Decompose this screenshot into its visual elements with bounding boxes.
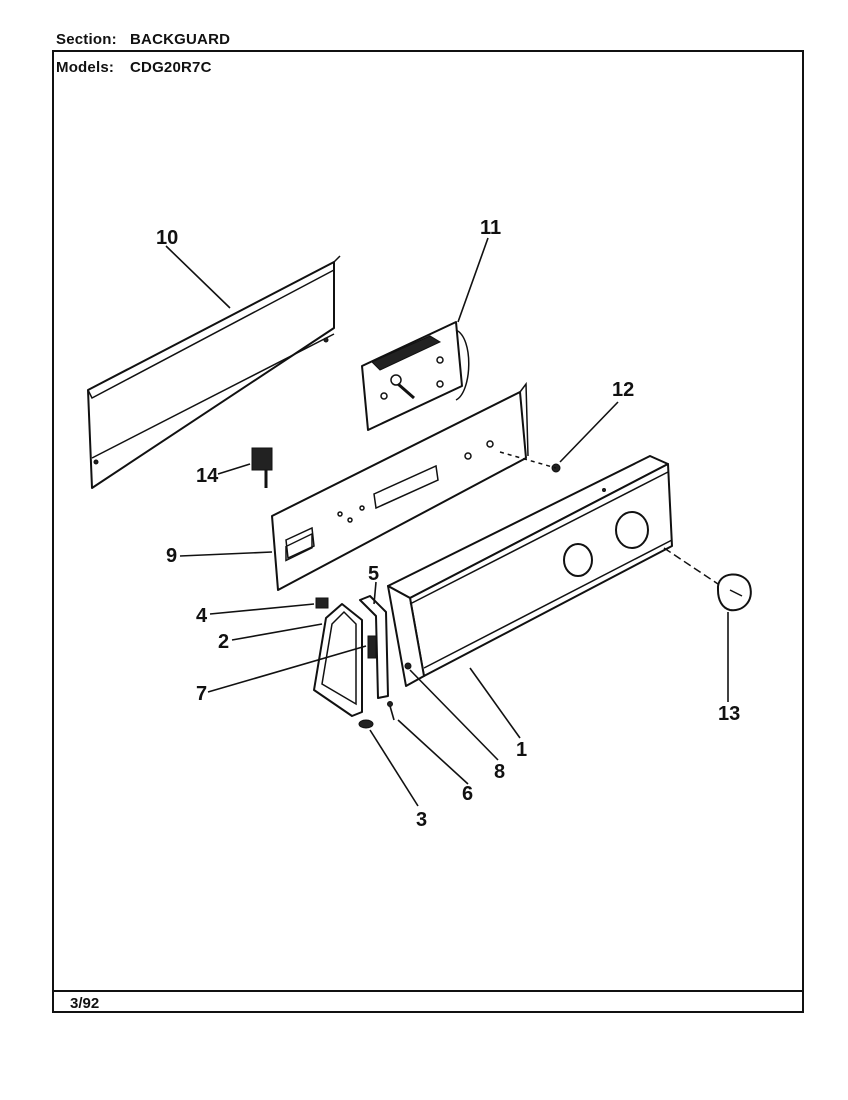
callout-1: 1 <box>516 739 527 761</box>
section-label: Section: <box>56 31 117 48</box>
part-3-screw <box>358 719 374 729</box>
callout-13: 13 <box>718 703 740 725</box>
footer-date: 3/92 <box>70 995 100 1012</box>
callout-7: 7 <box>196 683 207 705</box>
part-13-knob <box>663 547 752 612</box>
callout-10: 10 <box>156 227 178 249</box>
part-7-8-hardware <box>367 635 412 670</box>
models-line: Models: CDG20R7C <box>56 59 212 76</box>
part-9-control-panel <box>271 381 529 591</box>
callout-14: 14 <box>196 465 219 487</box>
models-value: CDG20R7C <box>130 59 212 76</box>
section-value: BACKGUARD <box>130 31 231 48</box>
models-label: Models: <box>56 59 115 76</box>
part-5-bracket <box>359 595 389 699</box>
part-14-switch <box>251 447 273 488</box>
part-12-screw <box>499 451 561 473</box>
callout-12: 12 <box>612 379 634 401</box>
callout-9: 9 <box>166 545 177 567</box>
callout-5: 5 <box>368 563 379 585</box>
callout-8: 8 <box>494 761 505 783</box>
footer-rule <box>52 990 804 992</box>
part-6-screw <box>387 701 395 721</box>
callout-3: 3 <box>416 809 427 831</box>
part-2-end-cap <box>313 603 363 717</box>
callout-2: 2 <box>218 631 229 653</box>
leader-lines <box>165 237 729 807</box>
part-4-clip <box>315 597 329 609</box>
section-line: Section: BACKGUARD <box>56 31 230 48</box>
callout-4: 4 <box>196 605 208 627</box>
callout-11: 11 <box>480 217 501 239</box>
diagram-frame <box>52 50 804 1013</box>
part-1-backguard-housing <box>387 455 673 687</box>
part-10-top-cover <box>87 255 341 489</box>
part-11-timer <box>361 321 470 431</box>
callout-6: 6 <box>462 783 473 805</box>
